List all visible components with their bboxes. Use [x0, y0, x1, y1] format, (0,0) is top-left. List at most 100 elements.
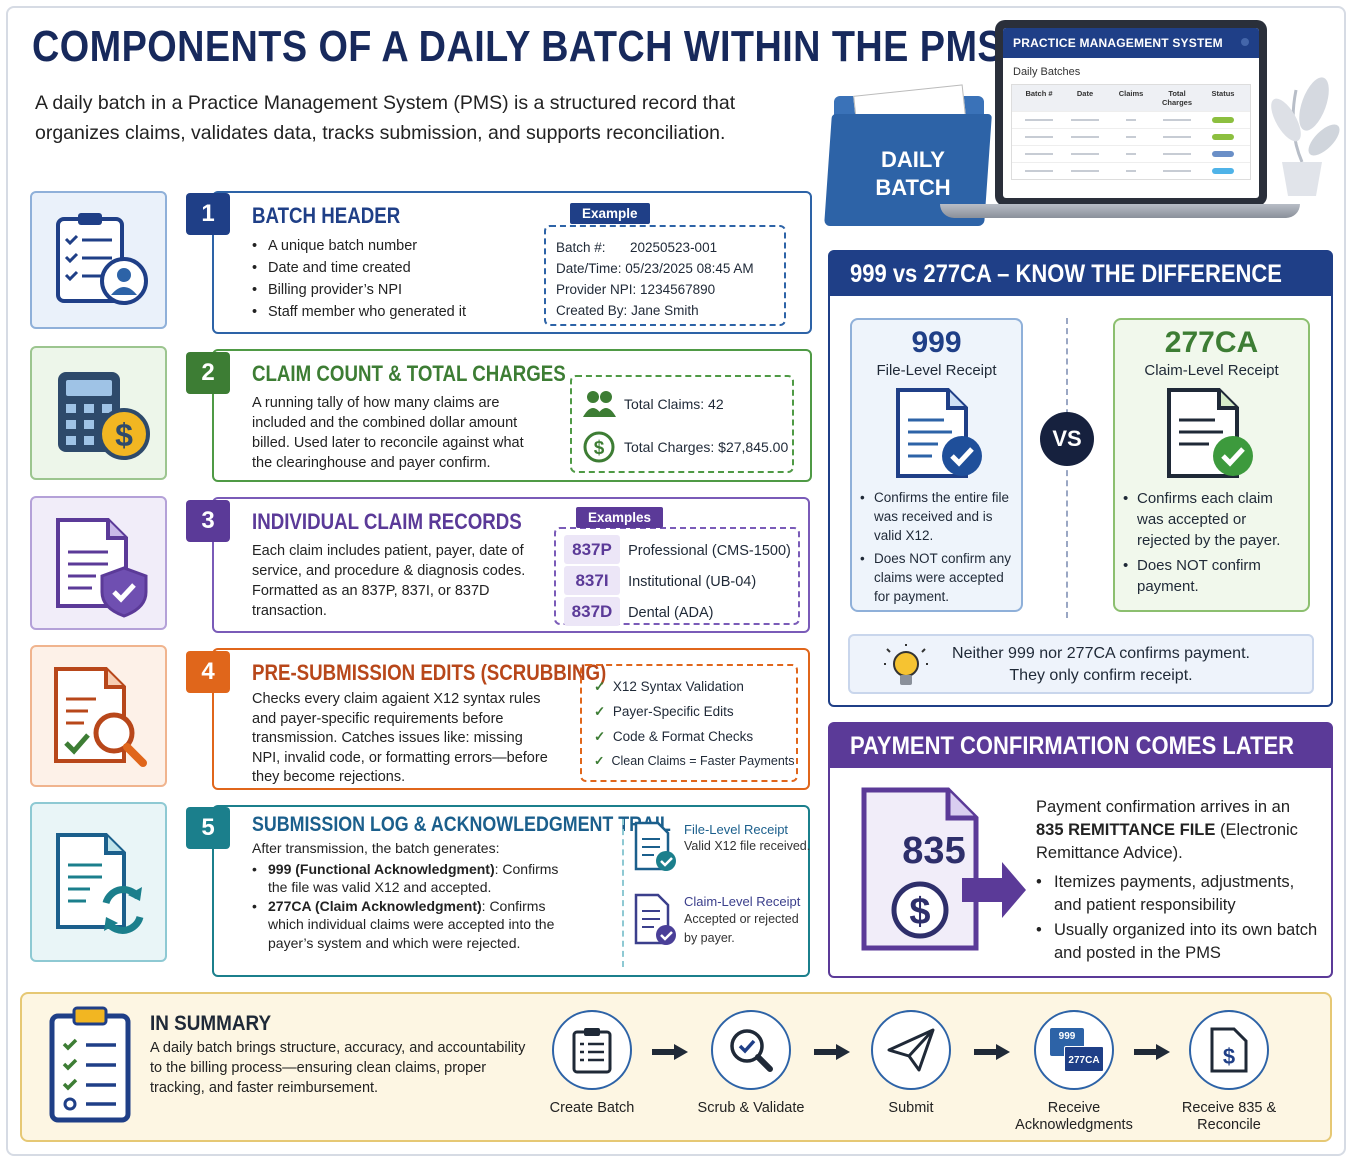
arrow-right-icon — [814, 1044, 850, 1060]
277ca-label: Claim-Level Receipt — [1144, 362, 1279, 379]
file-receipt-item: File-Level Receipt Valid X12 file receiv… — [632, 821, 814, 873]
row-title: PRE-SUBMISSION EDITS (SCRUBBING) — [252, 660, 607, 685]
status-pill — [1212, 117, 1234, 123]
stat-value: $27,845.00 — [718, 439, 789, 455]
stat-key: Total Claims: — [624, 396, 705, 412]
bullet: Date and time created — [252, 257, 466, 279]
claim-count-icon-card: $ — [30, 346, 167, 480]
laptop-base — [940, 204, 1300, 218]
bullet: Usually organized into its own batch and… — [1036, 919, 1321, 965]
note-line-1: Neither 999 nor 277CA confirms payment. — [952, 645, 1250, 662]
file-check-icon — [634, 821, 676, 871]
check-label: Clean Claims = Faster Payments — [611, 754, 795, 768]
mini-col: Status — [1211, 89, 1235, 98]
receipt-desc: Valid X12 file received. — [684, 839, 811, 853]
ex-value: Jane Smith — [631, 303, 699, 318]
bullet: Confirms the entire file was received an… — [860, 488, 1015, 545]
check-icon: ✓ — [594, 679, 606, 694]
svg-text:$: $ — [594, 438, 605, 459]
step-scrub-validate: Scrub & Validate — [666, 1010, 836, 1117]
dollar-document-icon: $ — [1210, 1027, 1248, 1073]
999-label: File-Level Receipt — [876, 362, 997, 379]
step-submit: Submit — [826, 1010, 996, 1117]
999-code: 999 — [911, 326, 962, 359]
step-number-badge: 4 — [186, 651, 230, 693]
example-tag: Example — [570, 203, 650, 224]
ex-key: Batch #: — [556, 240, 606, 255]
batch-header-icon-card — [30, 191, 167, 329]
step-number-badge: 3 — [186, 500, 230, 542]
claim-code: 837I — [564, 566, 620, 595]
checklist-clipboard-icon — [49, 1006, 131, 1123]
step-label: Scrub & Validate — [697, 1100, 805, 1116]
835-document-icon: $ — [861, 787, 1026, 951]
ex-key: Created By: — [556, 303, 628, 318]
mini-batches-table: Batch # Date Claims Total Charges Status — [1011, 84, 1251, 180]
claim-receipt-item: Claim-Level Receipt Accepted or rejected… — [632, 893, 814, 949]
receipt-title: Claim-Level Receipt — [684, 894, 801, 909]
arrow-right-icon — [652, 1044, 688, 1060]
laptop-illustration: PRACTICE MANAGEMENT SYSTEM Daily Batches… — [995, 20, 1267, 206]
mini-row — [1012, 162, 1250, 179]
intro-text: After transmission, the batch generates: — [252, 840, 500, 856]
ex-value: 20250523-001 — [630, 240, 718, 255]
document-sync-icon — [55, 833, 143, 934]
277ca-card: 277CA Claim-Level Receipt Confirms each … — [1113, 318, 1310, 612]
paper-plane-icon — [887, 1028, 935, 1072]
999-bullets: Confirms the entire file was received an… — [860, 488, 1015, 610]
mini-col: Total Charges — [1161, 89, 1192, 107]
payment-heading: PAYMENT CONFIRMATION COMES LATER — [830, 724, 1331, 768]
arrow-right-icon — [1134, 1044, 1170, 1060]
examples-tag: Examples — [576, 507, 664, 528]
mini-col: Claims — [1118, 89, 1144, 98]
vs-badge: VS — [1040, 412, 1094, 466]
batch-header-card: BATCH HEADER A unique batch number Date … — [212, 191, 812, 334]
step-label: Receive 835 & Reconcile — [1181, 1100, 1277, 1133]
svg-text:$: $ — [909, 891, 930, 933]
bullet: Does NOT confirm payment. — [1123, 555, 1302, 597]
summary-text: A daily batch brings structure, accuracy… — [150, 1040, 526, 1096]
277ca-code: 277CA — [1164, 326, 1259, 359]
mini-row — [1012, 111, 1250, 128]
summary-section: IN SUMMARY A daily batch brings structur… — [20, 992, 1332, 1142]
check-label: Payer-Specific Edits — [612, 704, 734, 719]
payment-text: Payment confirmation arrives in an 835 R… — [1036, 796, 1321, 967]
page-subtitle: A daily batch in a Practice Management S… — [35, 92, 736, 144]
document-shield-icon — [55, 518, 147, 618]
row-body: Checks every claim agaient X12 syntax ru… — [252, 691, 548, 785]
claim-stats-box: Total Claims: 42 $ Total Charges: $27,84… — [570, 375, 794, 473]
magnifier-check-icon — [730, 1029, 773, 1072]
claim-desc: Institutional (UB-04) — [628, 574, 757, 590]
compare-panel: 999 vs 277CA – KNOW THE DIFFERENCE 999 F… — [828, 250, 1333, 707]
submission-log-body: After transmission, the batch generates:… — [252, 839, 574, 952]
ex-key: Date/Time: — [556, 261, 622, 276]
dollar-icon: $ — [583, 431, 615, 463]
step-label: Receive Acknowledgments — [1015, 1100, 1133, 1133]
row-title: CLAIM COUNT & TOTAL CHARGES — [252, 361, 566, 386]
laptop-section: Daily Batches — [1013, 66, 1081, 78]
stat-key: Total Charges: — [624, 439, 715, 455]
status-pill — [1212, 134, 1234, 140]
bullet: Billing provider’s NPI — [252, 279, 466, 301]
row-body: A running tally of how many claims are i… — [252, 395, 524, 471]
page-title: COMPONENTS OF A DAILY BATCH WITHIN THE P… — [32, 22, 1004, 71]
mini-row — [1012, 145, 1250, 162]
claim-check-icon — [634, 893, 676, 945]
claim-code: 837D — [564, 597, 620, 626]
svg-text:$: $ — [115, 417, 133, 453]
check-icon: ✓ — [594, 754, 605, 768]
note-line-2: They only confirm receipt. — [1009, 667, 1193, 684]
claim-records-icon-card — [30, 496, 167, 630]
document-magnifier-icon — [53, 667, 147, 767]
status-pill — [1212, 168, 1234, 174]
step-number-badge: 1 — [186, 193, 230, 235]
batch-example-box: Batch #:20250523-001 Date/Time: 05/23/20… — [544, 225, 786, 326]
calculator-dollar-icon: $ — [57, 372, 150, 460]
claim-desc: Professional (CMS-1500) — [628, 543, 791, 559]
receipt-note: Neither 999 nor 277CA confirms payment. … — [848, 634, 1314, 694]
ex-value: 1234567890 — [640, 282, 716, 297]
ack-item: 277CA (Claim Acknowledgment): Confirms w… — [252, 897, 574, 953]
status-pill — [1212, 151, 1234, 157]
receipt-desc: Accepted or rejected by payer. — [684, 912, 799, 945]
claim-count-card: CLAIM COUNT & TOTAL CHARGES A running ta… — [212, 349, 812, 482]
